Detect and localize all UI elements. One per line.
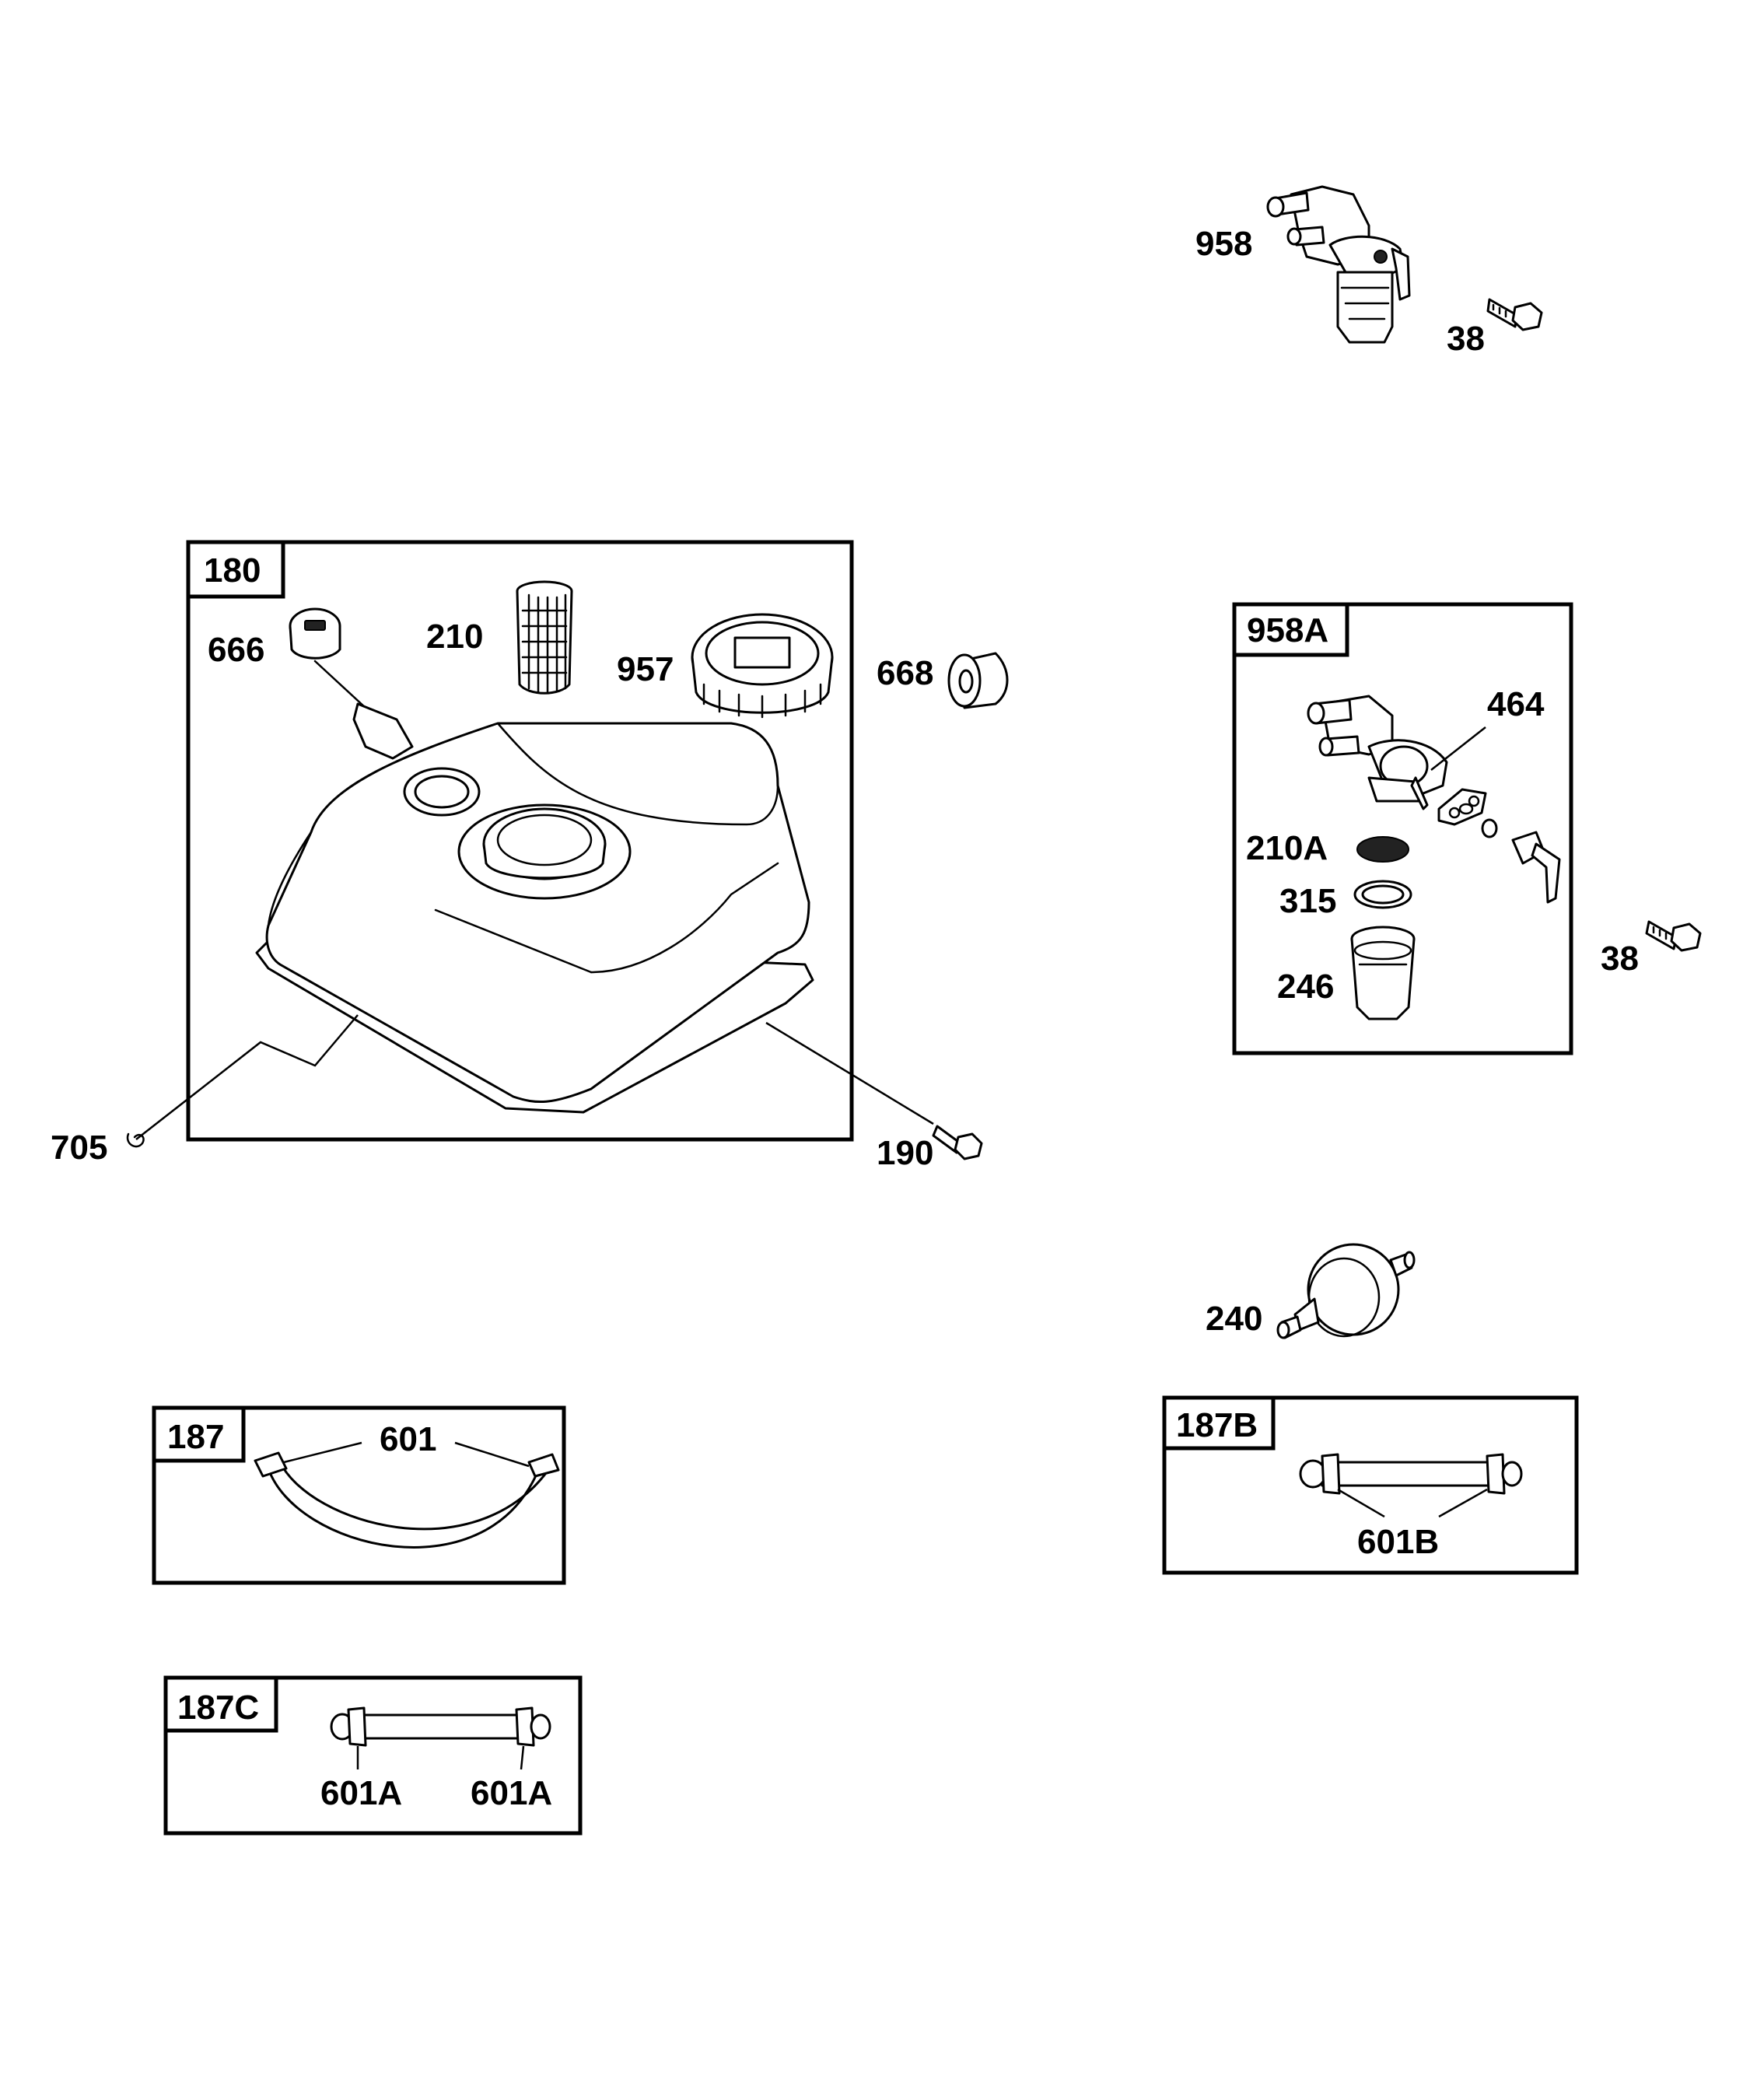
clip-705 <box>126 1132 145 1148</box>
gasket-958a <box>1437 788 1487 826</box>
box-187c-frame <box>163 1675 583 1836</box>
o-ring-958a <box>1481 818 1498 838</box>
callout-601: 601 <box>380 1420 436 1458</box>
bolt-38-right <box>1645 920 1702 952</box>
box-958a-frame <box>1232 602 1573 1055</box>
callout-240: 240 <box>1206 1300 1262 1338</box>
box-187-frame <box>152 1405 566 1585</box>
box-187b-label: 187B <box>1176 1406 1258 1444</box>
fuel-valve-958 <box>1266 185 1411 344</box>
box-187b-frame <box>1162 1395 1579 1575</box>
fuel-line-187 <box>254 1451 560 1549</box>
lever-958a <box>1511 831 1561 904</box>
callout-315: 315 <box>1279 882 1336 920</box>
gasket-315 <box>1353 880 1412 909</box>
callout-601b: 601B <box>1357 1523 1439 1561</box>
leader-601 <box>283 1441 530 1468</box>
callout-210a: 210A <box>1246 829 1328 867</box>
fuel-cap-957 <box>691 613 834 719</box>
fuel-strainer-210 <box>516 580 573 695</box>
fuel-valve-464 <box>1307 695 1448 810</box>
fuel-filter-240 <box>1276 1243 1416 1339</box>
callout-246: 246 <box>1277 968 1334 1006</box>
callout-601a-right: 601A <box>471 1774 552 1812</box>
fuel-line-187c <box>330 1706 551 1747</box>
callout-666: 666 <box>208 631 264 669</box>
box-958a-tag <box>1232 602 1349 657</box>
callout-705: 705 <box>51 1129 107 1167</box>
leader-705 <box>135 1014 359 1140</box>
callout-958: 958 <box>1195 225 1252 263</box>
box-187c-label: 187C <box>177 1689 259 1727</box>
callout-957: 957 <box>617 650 674 688</box>
callout-668: 668 <box>877 654 933 692</box>
screen-210a <box>1356 836 1409 863</box>
callout-601a-left: 601A <box>320 1774 402 1812</box>
box-180-frame <box>186 540 854 1142</box>
callout-38-top: 38 <box>1447 320 1485 358</box>
box-180-tag <box>186 540 285 599</box>
box-187b-tag <box>1162 1395 1276 1451</box>
box-187-tag <box>152 1405 246 1463</box>
bolt-38-top <box>1486 298 1543 331</box>
leader-464 <box>1430 726 1486 771</box>
callout-464: 464 <box>1487 685 1545 723</box>
bowl-246 <box>1350 926 1416 1020</box>
callout-210: 210 <box>426 618 483 656</box>
box-958a-label: 958A <box>1247 611 1328 649</box>
callout-38-right: 38 <box>1601 940 1639 978</box>
leader-190 <box>765 1021 934 1125</box>
screw-190 <box>932 1125 983 1160</box>
box-187c-tag <box>163 1675 278 1733</box>
bushing-668 <box>947 652 1009 709</box>
callout-190: 190 <box>877 1134 933 1172</box>
box-187-label: 187 <box>167 1418 224 1456</box>
fuel-line-187b <box>1299 1453 1523 1495</box>
leader-601a-right <box>520 1745 525 1770</box>
fuel-tank <box>255 722 814 1114</box>
fuel-gauge-666 <box>289 607 414 760</box>
box-180-label: 180 <box>204 551 261 590</box>
leader-601b <box>1337 1488 1488 1518</box>
